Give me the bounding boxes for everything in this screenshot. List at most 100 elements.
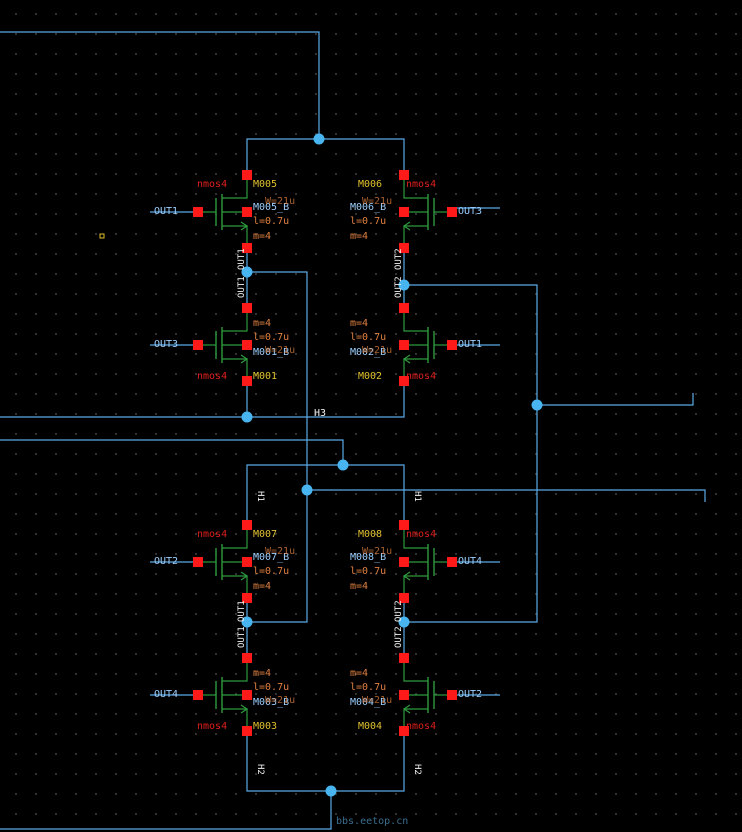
drain-lead (222, 180, 248, 199)
model-name: nmos4 (406, 721, 436, 732)
instance-name: M001 (253, 371, 277, 382)
param-m: m=4 (350, 231, 368, 242)
device-pin[interactable] (193, 207, 203, 217)
net-label-vertical: H1 (412, 491, 422, 502)
net-label-vertical: H1 (255, 491, 265, 502)
param-m: m=4 (253, 231, 271, 242)
model-name: nmos4 (197, 529, 227, 540)
device-pin[interactable] (242, 653, 252, 663)
wire-junction[interactable] (325, 785, 337, 797)
device-pin[interactable] (193, 690, 203, 700)
device-pin[interactable] (399, 557, 409, 567)
net-label-vertical: OUT1 (237, 276, 247, 298)
wire-junction[interactable] (398, 616, 410, 628)
device-pin[interactable] (242, 170, 252, 180)
wire-junction[interactable] (241, 411, 253, 423)
device-pin[interactable] (399, 243, 409, 253)
bulk-name: M002_B (350, 347, 386, 358)
device-pin[interactable] (399, 303, 409, 313)
source-arrow (240, 221, 249, 231)
drain-lead (403, 313, 428, 332)
drain-lead (403, 180, 428, 199)
source-arrow (240, 354, 249, 364)
device-pin[interactable] (447, 340, 457, 350)
device-pin[interactable] (242, 207, 252, 217)
device-pin[interactable] (242, 243, 252, 253)
wire[interactable] (0, 381, 248, 418)
param-l: l=0.7u (350, 682, 386, 693)
wire[interactable] (307, 489, 706, 502)
device-pin[interactable] (399, 593, 409, 603)
device-pin[interactable] (242, 520, 252, 530)
param-l: l=0.7u (350, 566, 386, 577)
bulk-name: M007_B (253, 552, 289, 563)
wire[interactable] (247, 381, 405, 418)
device-pin[interactable] (242, 376, 252, 386)
wire-junction[interactable] (337, 459, 349, 471)
drain-lead (222, 663, 248, 682)
param-l: l=0.7u (253, 332, 289, 343)
param-w: W=21u (362, 695, 392, 706)
device-pin[interactable] (447, 690, 457, 700)
device-pin[interactable] (242, 557, 252, 567)
bulk-name: M004_B (350, 697, 386, 708)
bulk-name: M006_B (350, 202, 386, 213)
wire[interactable] (246, 464, 405, 525)
bulk-name: M003_B (253, 697, 289, 708)
device-pin[interactable] (242, 340, 252, 350)
net-label-vertical: OUT1 (237, 626, 247, 648)
marker-square (99, 233, 105, 239)
device-pin[interactable] (242, 690, 252, 700)
wire-junction[interactable] (301, 484, 313, 496)
param-l: l=0.7u (350, 332, 386, 343)
wire-junction[interactable] (241, 266, 253, 278)
instance-name: M002 (358, 371, 382, 382)
param-w: W=21u (362, 196, 392, 207)
wire-junction[interactable] (241, 616, 253, 628)
device-pin[interactable] (399, 690, 409, 700)
source-arrow (402, 571, 411, 581)
wire[interactable] (0, 31, 320, 139)
net-label-vertical: OUT1 (237, 600, 247, 622)
source-arrow (240, 704, 249, 714)
device-pin[interactable] (242, 593, 252, 603)
wire[interactable] (0, 439, 344, 465)
device-pin[interactable] (399, 340, 409, 350)
device-pin[interactable] (242, 726, 252, 736)
device-pin[interactable] (242, 303, 252, 313)
device-pin[interactable] (193, 557, 203, 567)
wire-junction[interactable] (313, 133, 325, 145)
gate-net-label: OUT3 (154, 339, 178, 350)
drain-lead (222, 313, 248, 332)
drain-lead (222, 530, 248, 549)
wire[interactable] (537, 393, 694, 406)
device-pin[interactable] (399, 376, 409, 386)
source-arrow (240, 571, 249, 581)
wire[interactable] (403, 248, 538, 623)
wire[interactable] (246, 248, 308, 623)
instance-name: M005 (253, 179, 277, 190)
device-pin[interactable] (193, 340, 203, 350)
device-pin[interactable] (447, 207, 457, 217)
param-w: W=21u (362, 345, 392, 356)
wire-junction[interactable] (531, 399, 543, 411)
wire[interactable] (246, 138, 405, 175)
device-pin[interactable] (399, 653, 409, 663)
device-pin[interactable] (447, 557, 457, 567)
device-pin[interactable] (399, 726, 409, 736)
source-arrow (402, 354, 411, 364)
param-w: W=21u (362, 546, 392, 557)
param-m: m=4 (253, 581, 271, 592)
gate-net-label: OUT3 (458, 206, 482, 217)
device-pin[interactable] (399, 170, 409, 180)
model-name: nmos4 (197, 179, 227, 190)
wire[interactable] (246, 731, 405, 792)
bulk-name: M005_B (253, 202, 289, 213)
device-pin[interactable] (399, 520, 409, 530)
wire-junction[interactable] (398, 279, 410, 291)
wire[interactable] (0, 791, 332, 830)
net-label-vertical: OUT2 (394, 600, 404, 622)
device-pin[interactable] (399, 207, 409, 217)
gate-net-label: OUT2 (154, 556, 178, 567)
